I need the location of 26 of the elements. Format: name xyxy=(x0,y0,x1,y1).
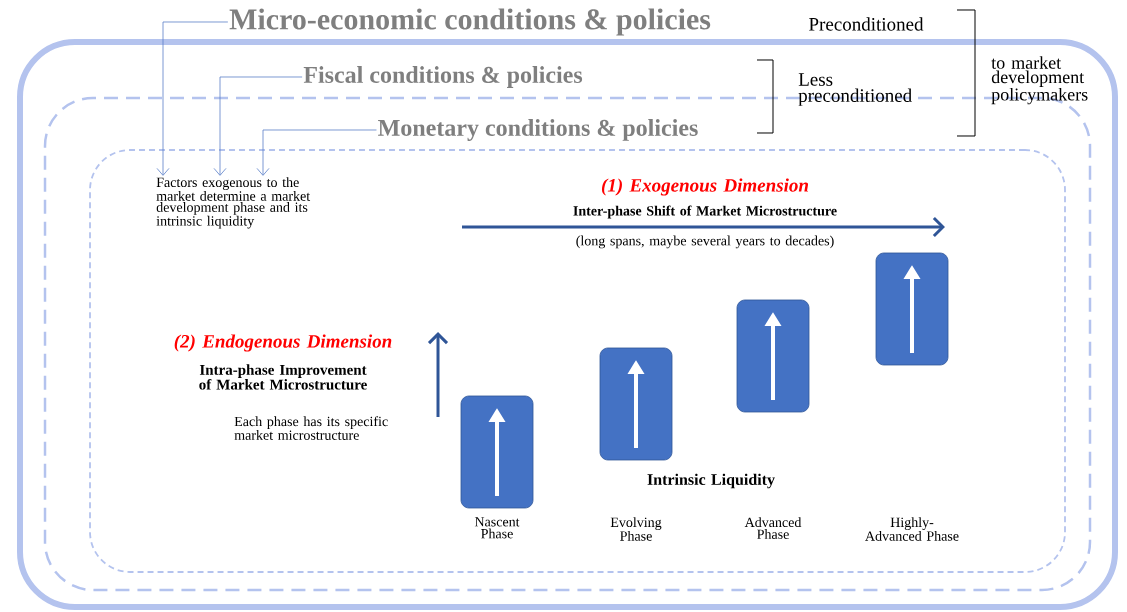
bracket-label: to market development policymakers xyxy=(991,56,1088,105)
phase-box xyxy=(599,347,673,461)
phase-box xyxy=(460,395,534,509)
bracket-label: Preconditioned xyxy=(809,17,924,31)
dimension-title: (1) Exogenous Dimension xyxy=(601,178,809,196)
subtitle: Intra-phase Improvement of Market Microstructure xyxy=(199,364,367,390)
dimension-title: (2) Endogenous Dimension xyxy=(174,334,392,352)
phase-box xyxy=(875,252,949,366)
leader-arrow xyxy=(256,129,377,176)
heading: Fiscal conditions & policies xyxy=(303,66,583,88)
bracket-label: Less preconditioned xyxy=(798,73,912,106)
outer-frame xyxy=(17,39,1118,610)
heading: Monetary conditions & policies xyxy=(378,119,698,141)
note-text: (long spans, maybe several years to decades) xyxy=(576,235,834,249)
dashed-frame xyxy=(89,149,1066,573)
leader-arrow xyxy=(213,76,303,176)
phase-box xyxy=(736,299,810,413)
heading: Micro-economic conditions & policies xyxy=(229,8,711,36)
axis-label: Intrinsic Liquidity xyxy=(647,473,775,489)
phase-label: Evolving Phase xyxy=(610,517,662,541)
phase-label: Advanced Phase xyxy=(744,517,802,539)
leader-arrow xyxy=(156,21,229,176)
subtitle: Inter-phase Shift of Market Microstructure xyxy=(573,205,837,219)
note-text: Each phase has its specific market microstructure xyxy=(234,416,388,440)
phase-label: Highly-Advanced Phase xyxy=(865,517,959,541)
note-text: Factors exogenous to the market determine a market development phase and its intrinsic liquidity xyxy=(156,177,311,229)
